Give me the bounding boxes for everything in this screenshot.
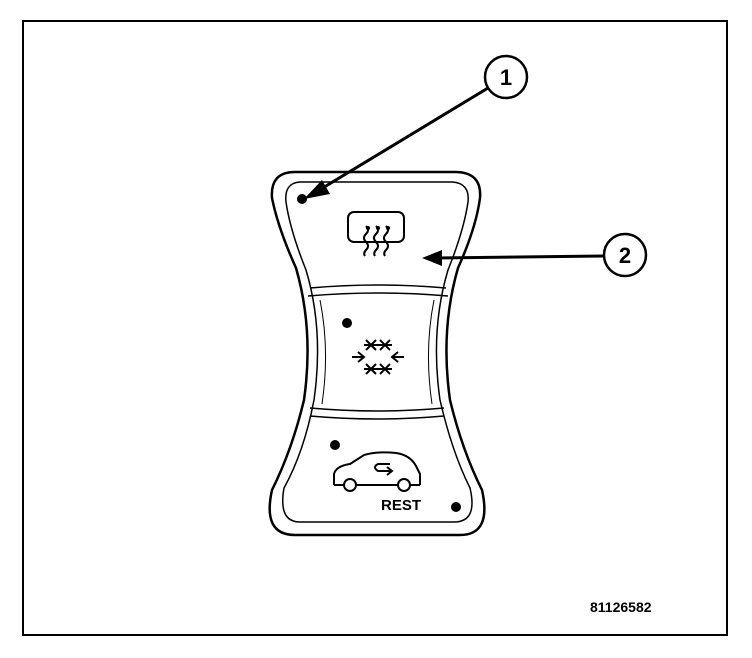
- callout-2-number: 2: [619, 243, 631, 268]
- panel-inner-outline: [282, 181, 473, 523]
- rear-window-defroster-icon[interactable]: [347, 211, 405, 257]
- ac-indicator-led: [342, 318, 352, 328]
- car-recirculation-icon[interactable]: [333, 451, 421, 492]
- callout-2: 2: [422, 232, 648, 278]
- middle-ridge-right: [427, 299, 435, 405]
- recirc-indicator-led: [330, 440, 340, 450]
- callout-1: 1: [304, 54, 529, 199]
- figure-frame: [22, 20, 728, 636]
- divider-top-2: [307, 292, 449, 297]
- divider-bottom: [309, 407, 445, 412]
- rest-label: REST: [381, 497, 421, 514]
- snowflake-icon[interactable]: [352, 339, 404, 375]
- defrost-indicator-led: [297, 194, 307, 204]
- figure-id: 81126582: [590, 599, 652, 615]
- rest-indicator-led: [451, 502, 461, 512]
- divider-bottom-2: [309, 415, 445, 420]
- divider-top: [309, 284, 447, 289]
- callout-1-number: 1: [500, 65, 512, 90]
- middle-ridge-left: [319, 299, 327, 405]
